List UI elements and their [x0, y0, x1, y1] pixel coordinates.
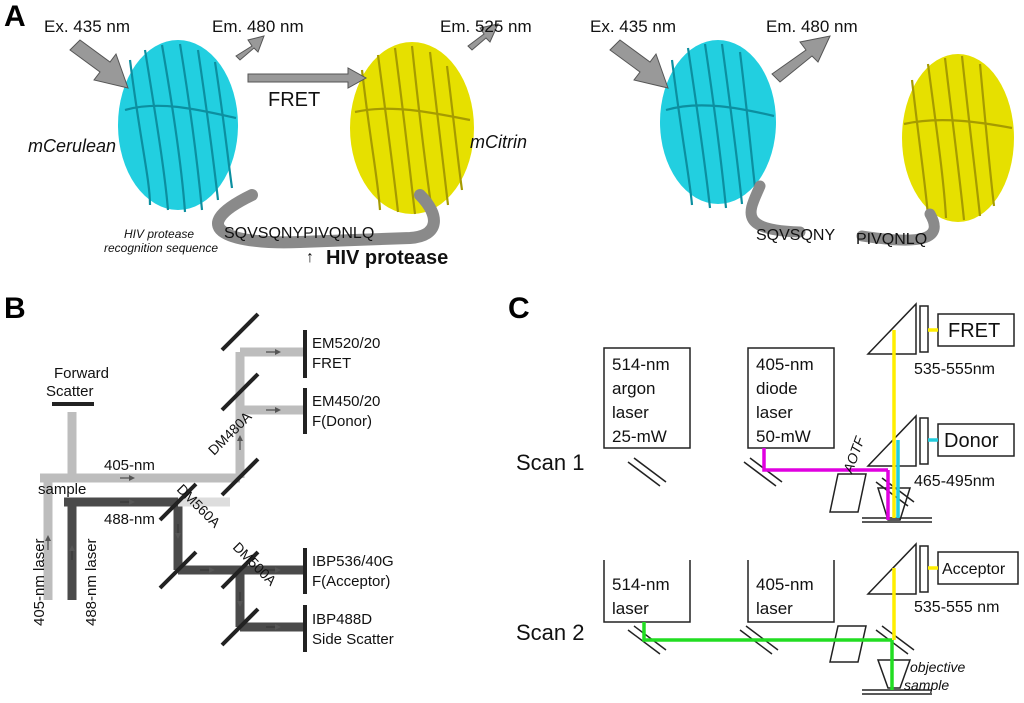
em450-donor-label: F(Donor) — [312, 413, 372, 430]
mcitrin-label: mCitrin — [470, 132, 527, 152]
microscope-optics — [603, 302, 1019, 695]
excitation-arrow-right — [609, 39, 669, 89]
mcerulean-protein — [118, 40, 238, 213]
fret-range-label: 535-555nm — [914, 361, 995, 378]
acceptor-detector-label: Acceptor — [942, 561, 1006, 578]
flow-cytometer-optics — [40, 312, 307, 652]
recognition-label-1: HIV protease — [124, 227, 194, 241]
mcerulean-protein-cleaved — [660, 40, 776, 209]
mcerulean-label: mCerulean — [28, 136, 116, 156]
laser-beams — [642, 328, 938, 690]
fret-detector-label: FRET — [948, 320, 1000, 342]
box3-line1: 514-nm — [612, 575, 670, 594]
fragment-2-label: PIVQNLQ — [856, 231, 927, 248]
emission-arrow-right — [771, 35, 831, 83]
cleaved-fragment-1 — [745, 180, 806, 238]
box1-line1: 514-nm — [612, 355, 670, 374]
em520-fret-label: FRET — [312, 355, 351, 372]
recognition-sequence: SQVSQNYPIVQNLQ — [224, 225, 374, 242]
linker-peptide — [212, 189, 440, 249]
fragment-1-label: SQVSQNY — [756, 227, 835, 244]
box2-line1: 405-nm — [756, 355, 814, 374]
ibp536-label: IBP536/40G — [312, 553, 394, 570]
sample-label-c: sample — [904, 677, 949, 693]
box4-line2: laser — [756, 599, 793, 618]
emission-arrow-donor — [235, 35, 265, 61]
box2-line4: 50-mW — [756, 427, 811, 446]
recognition-label-2: recognition sequence — [104, 241, 218, 255]
box1-line4: 25-mW — [612, 427, 667, 446]
em450-label: EM450/20 — [312, 393, 380, 410]
laser-488-vertical-label: 488-nm laser — [83, 538, 100, 626]
emission-525-label: Em. 525 nm — [440, 17, 532, 36]
panel-b-label: B — [4, 292, 26, 325]
panel-a-label: A — [4, 0, 26, 33]
box1-line3: laser — [612, 403, 649, 422]
emission-arrow-acceptor — [467, 23, 499, 51]
emission-480-label: Em. 480 nm — [212, 17, 304, 36]
sample-label: sample — [38, 481, 86, 498]
cleaved-fragment-2 — [856, 208, 940, 246]
beam-405-label: 405-nm — [104, 457, 155, 474]
scan-2-label: Scan 2 — [516, 620, 585, 645]
donor-range-label: 465-495nm — [914, 473, 995, 490]
excitation-arrow — [69, 39, 129, 89]
side-scatter-label: Side Scatter — [312, 631, 394, 648]
excitation-label: Ex. 435 nm — [44, 17, 130, 36]
box4-line1: 405-nm — [756, 575, 814, 594]
dm480-label: DM480A — [205, 408, 255, 458]
acceptor-range-label: 535-555 nm — [914, 599, 999, 616]
emission-label-right: Em. 480 nm — [766, 17, 858, 36]
box2-line2: diode — [756, 379, 798, 398]
ibp536-acceptor-label: F(Acceptor) — [312, 573, 390, 590]
forward-scatter-label-2: Scatter — [46, 383, 94, 400]
laser-405-vertical-label: 405-nm laser — [31, 538, 48, 626]
excitation-label-right: Ex. 435 nm — [590, 17, 676, 36]
em520-label: EM520/20 — [312, 335, 380, 352]
cleavage-arrow: ↑ — [306, 249, 314, 266]
beam-488-label: 488-nm — [104, 511, 155, 528]
forward-scatter-label-1: Forward — [54, 365, 109, 382]
objective-label: objective — [910, 659, 965, 675]
ibp488-label: IBP488D — [312, 611, 372, 628]
scan-1-label: Scan 1 — [516, 450, 585, 475]
box3-line2: laser — [612, 599, 649, 618]
mcitrin-protein-cleaved — [902, 54, 1014, 222]
mcitrin-protein — [350, 42, 474, 215]
fret-label: FRET — [268, 89, 320, 111]
box2-line3: laser — [756, 403, 793, 422]
panel-c-label: C — [508, 292, 530, 325]
donor-detector-label: Donor — [944, 430, 999, 452]
fret-arrow — [247, 67, 368, 89]
protease-label: HIV protease — [326, 247, 448, 269]
box1-line2: argon — [612, 379, 655, 398]
